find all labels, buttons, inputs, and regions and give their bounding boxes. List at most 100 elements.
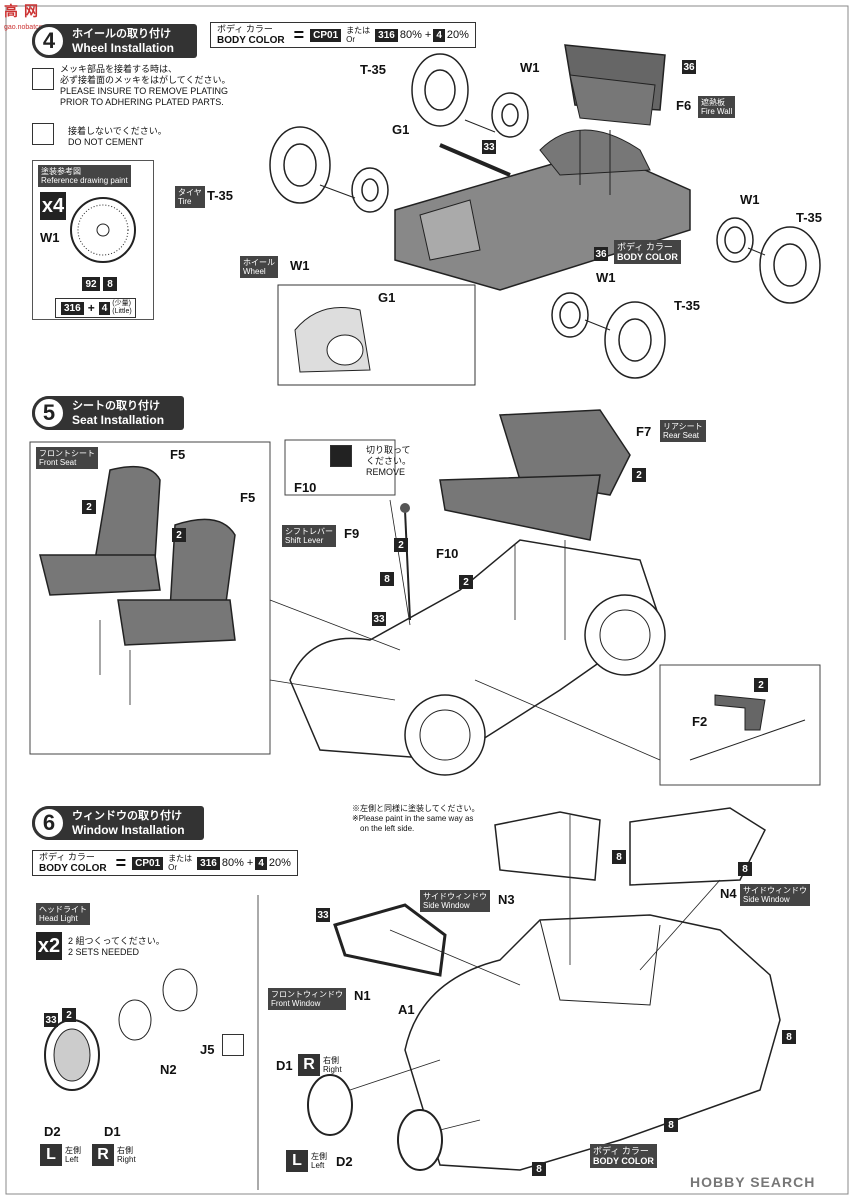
bc-en-6: BODY COLOR [593,1156,654,1166]
plated-jp2: 必ず接着面のメッキをはがしてください。 [60,75,231,85]
remove-icon [330,445,352,467]
num-2-f2: 2 [754,678,768,692]
remove-note: 切り取って ください。 REMOVE [366,445,411,478]
ref-en: Reference drawing paint [41,176,128,185]
pct6-20: 20% [268,857,291,869]
head-en: Head Light [39,914,78,923]
remove-jp2: ください。 [366,456,412,466]
paint-same-note: ※左側と同様に塗装してください。 ※Please paint in the sa… [352,804,480,834]
sidewin2-en: Side Window [743,895,790,904]
right-jp-a: 右側 [117,1146,133,1155]
paint-same-en2: on the left side. [360,824,415,833]
label-f7: F7 [636,424,652,439]
plated-en2: PRIOR TO ADHERING PLATED PARTS. [60,97,224,107]
sets-note: 2 組つくってください。 2 SETS NEEDED [68,936,165,958]
sets-count-num: 2 [49,934,61,957]
front-jp: フロントシート [39,449,95,458]
label-w1-c: W1 [740,192,760,207]
ref-num-92: 92 [82,277,100,291]
plated-jp1: メッキ部品を接着する時は、 [60,64,178,74]
fire-jp: 遮熱板 [701,98,725,107]
num-36-top: 36 [682,60,696,74]
paint-chip-4: 4 [433,28,445,42]
nocement-en: DO NOT CEMENT [68,137,144,147]
sidewin2-jp: サイドウィンドウ [743,886,807,895]
logo-char-bottom: 网 [24,3,38,19]
remove-jp1: 切り取って [366,445,411,455]
plated-en1: PLEASE INSURE TO REMOVE PLATING [60,86,229,96]
wheel-en: Wheel [243,267,266,276]
no-cement-icon [32,123,54,145]
step4-number: 4 [32,24,66,58]
paint6-chip-cp01: CP01 [132,856,164,870]
ref-mix-316: 316 [61,301,84,315]
right-box-b: R [298,1054,320,1076]
sidewin-jp: サイドウィンドウ [423,892,487,901]
label-g1-a: G1 [392,122,410,137]
site-logo-2: 网 [24,4,38,19]
color-label-jp: ボディ カラー [217,24,273,34]
num-2-f10: 2 [459,575,473,589]
step6-title-jp: ウィンドウの取り付け [72,810,182,822]
num-33-step4: 33 [482,140,496,154]
frontwin-jp: フロントウィンドウ [271,990,343,999]
paint-same-en1: ※Please paint in the same way as [352,814,474,823]
reference-paint-panel [32,160,154,320]
plated-note: メッキ部品を接着する時は、 必ず接着面のメッキをはがしてください。 PLEASE… [60,64,230,108]
label-d2-a: D2 [44,1124,61,1139]
color6-label-en: BODY COLOR [39,863,107,874]
no-cement-note: 接着しないでください。 DO NOT CEMENT [68,126,167,148]
front-en: Front Seat [39,458,77,467]
shift-jp: シフトレバー [285,527,333,536]
label-d1-a: D1 [104,1124,121,1139]
ref-part-w1: W1 [40,230,60,245]
step5-title-jp: シートの取り付け [72,400,160,412]
left-box-a: L [40,1144,62,1166]
ref-num-8: 8 [103,277,117,291]
little-jp: (少量) [112,300,131,307]
label-f2: F2 [692,714,708,729]
or6-jp: または [168,854,193,863]
label-f6: F6 [676,98,692,113]
ref-jp: 塗装参考図 [41,167,81,176]
label-g1-b: G1 [378,290,396,305]
num-8-body-a: 8 [782,1030,796,1044]
or-jp: または [346,26,371,35]
paint-chip-cp01: CP01 [310,28,342,42]
logo-char-top: 高 [4,3,18,19]
label-f9: F9 [344,526,360,541]
head-jp: ヘッドライト [39,905,87,914]
step4-title-jp: ホイールの取り付け [72,28,171,40]
label-f10-a: F10 [294,480,317,495]
num-2-f9: 2 [394,538,408,552]
step5-title: 5 シートの取り付け Seat Installation [32,396,184,430]
left-en-b: Left [311,1161,325,1170]
label-t35-a: T-35 [360,62,387,77]
label-t35-c: T-35 [796,210,823,225]
num-36-mid: 36 [594,247,608,261]
num-2-seat-b: 2 [172,528,186,542]
bc-jp-6: ボディ カラー [593,1146,649,1156]
sets-en: 2 SETS NEEDED [68,947,140,957]
color-label-en: BODY COLOR [217,35,285,46]
label-n2: N2 [160,1062,177,1077]
step6-title: 6 ウィンドウの取り付け Window Installation [32,806,204,840]
ref-mix-plus: + [87,301,95,315]
pct-20: 20% [446,29,469,41]
rear-en: Rear Seat [663,431,700,440]
sidewin-en: Side Window [423,901,470,910]
num-8-body-c: 8 [532,1162,546,1176]
ref-paint-tag: 塗装参考図 Reference drawing paint [38,165,131,187]
